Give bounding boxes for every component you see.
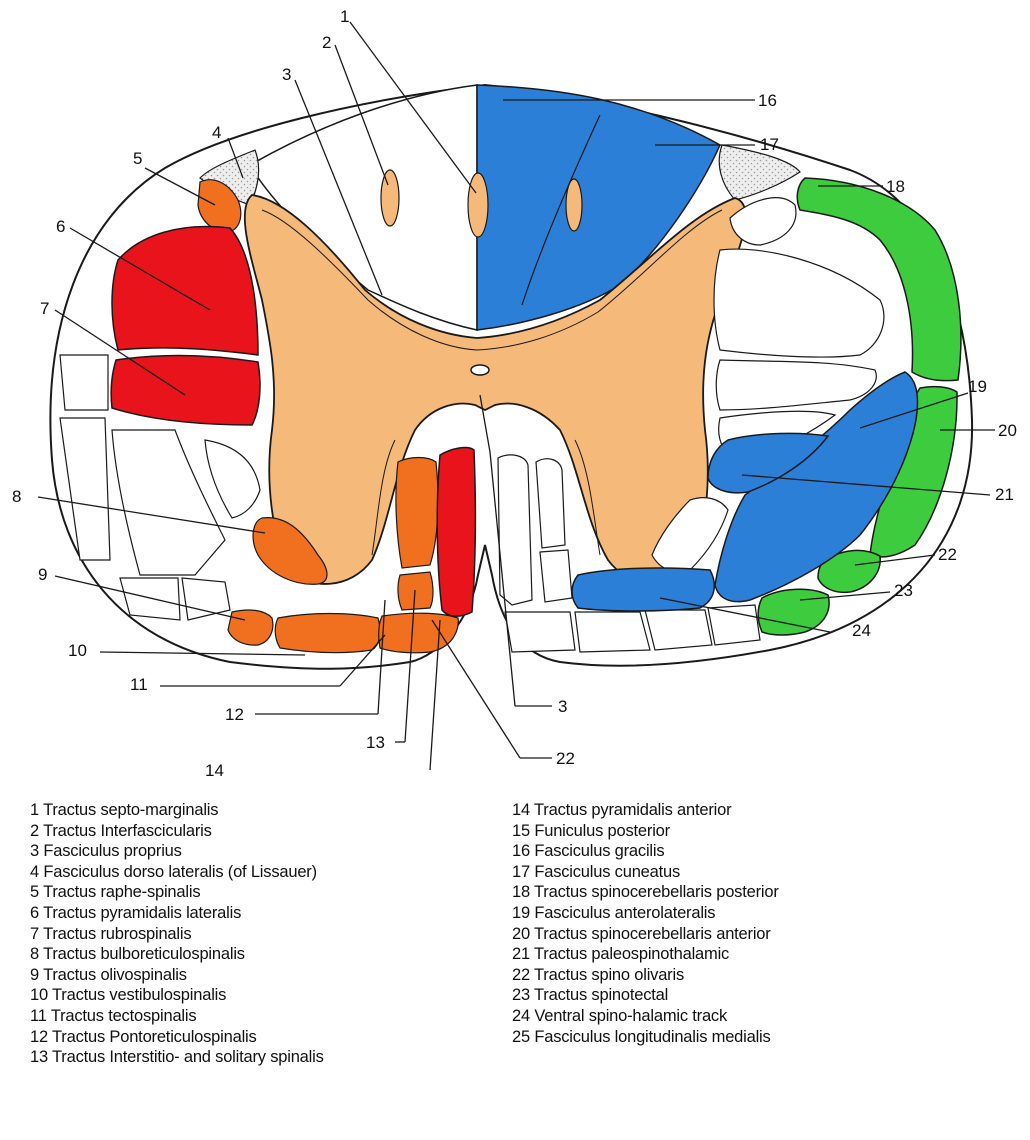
legend-item: 13 Tractus Interstitio- and solitary spi… — [30, 1047, 324, 1068]
callout-2: 2 — [322, 33, 331, 52]
legend-item: 15 Funiculus posterior — [512, 821, 779, 842]
callout-23: 23 — [894, 581, 913, 600]
central-canal — [471, 365, 489, 375]
tractus-pontoreticulospinalis — [396, 458, 438, 569]
callout-1: 1 — [340, 7, 349, 26]
callout-7: 7 — [40, 299, 49, 318]
tractus-septo-marginalis-oval — [468, 173, 488, 237]
legend-item: 12 Tractus Pontoreticulospinalis — [30, 1027, 324, 1048]
legend-item: 23 Tractus spinotectal — [512, 985, 779, 1006]
callout-10: 10 — [68, 641, 87, 660]
callout-22-bottom: 22 — [556, 749, 575, 768]
legend-item: 9 Tractus olivospinalis — [30, 965, 324, 986]
callout-3-bottom: 3 — [558, 697, 567, 716]
callout-14: 14 — [205, 761, 224, 780]
callout-19: 19 — [968, 377, 987, 396]
legend-item: 18 Tractus spinocerebellaris posterior — [512, 882, 779, 903]
legend-item: 4 Fasciculus dorso lateralis (of Lissaue… — [30, 862, 324, 883]
callout-8: 8 — [12, 487, 21, 506]
spinal-cord-cross-section: 1 2 3 4 5 6 7 8 9 10 11 12 13 14 16 17 1… — [0, 0, 1030, 790]
callout-4: 4 — [212, 123, 221, 142]
legend-item: 6 Tractus pyramidalis lateralis — [30, 903, 324, 924]
callout-9: 9 — [38, 565, 47, 584]
legend-item: 1 Tractus septo-marginalis — [30, 800, 324, 821]
legend-item: 11 Tractus tectospinalis — [30, 1006, 324, 1027]
callout-21: 21 — [995, 485, 1014, 504]
white-compartment-lower-left — [120, 578, 230, 620]
callout-24: 24 — [852, 621, 871, 640]
legend-item: 24 Ventral spino-halamic track — [512, 1006, 779, 1027]
legend-item: 25 Fasciculus longitudinalis medialis — [512, 1027, 779, 1048]
tractus-interfascicularis-oval — [381, 170, 399, 226]
legend-item: 8 Tractus bulboreticulospinalis — [30, 944, 324, 965]
legend-item: 5 Tractus raphe-spinalis — [30, 882, 324, 903]
tractus-pyramidalis-anterior — [437, 448, 475, 617]
legend-item: 16 Fasciculus gracilis — [512, 841, 779, 862]
tractus-pyramidalis-lateralis — [112, 227, 258, 355]
legend-item: 2 Tractus Interfascicularis — [30, 821, 324, 842]
legend-item: 10 Tractus vestibulospinalis — [30, 985, 324, 1006]
legend-item: 19 Fasciculus anterolateralis — [512, 903, 779, 924]
callout-12: 12 — [225, 705, 244, 724]
callout-6: 6 — [56, 217, 65, 236]
legend-item: 17 Fasciculus cuneatus — [512, 862, 779, 883]
callout-13: 13 — [366, 733, 385, 752]
tractus-rubrospinalis — [111, 356, 260, 425]
legend-item: 22 Tractus spino olivaris — [512, 965, 779, 986]
callout-11: 11 — [130, 675, 148, 694]
tractus-tectospinalis — [379, 613, 459, 653]
legend-left-column: 1 Tractus septo-marginalis 2 Tractus Int… — [30, 800, 324, 1068]
legend-item: 21 Tractus paleospinothalamic — [512, 944, 779, 965]
legend-right-column: 14 Tractus pyramidalis anterior 15 Funic… — [512, 800, 779, 1047]
right-oval — [566, 179, 582, 231]
callout-16: 16 — [758, 91, 777, 110]
tractus-vestibulospinalis — [275, 614, 380, 653]
legend-item: 7 Tractus rubrospinalis — [30, 924, 324, 945]
legend-item: 20 Tractus spinocerebellaris anterior — [512, 924, 779, 945]
callout-18: 18 — [886, 177, 905, 196]
callout-5: 5 — [133, 149, 142, 168]
callout-20: 20 — [998, 421, 1017, 440]
callout-3: 3 — [282, 65, 291, 84]
legend-item: 3 Fasciculus proprius — [30, 841, 324, 862]
callout-17: 17 — [760, 135, 779, 154]
callout-22: 22 — [938, 545, 957, 564]
legend-item: 14 Tractus pyramidalis anterior — [512, 800, 779, 821]
